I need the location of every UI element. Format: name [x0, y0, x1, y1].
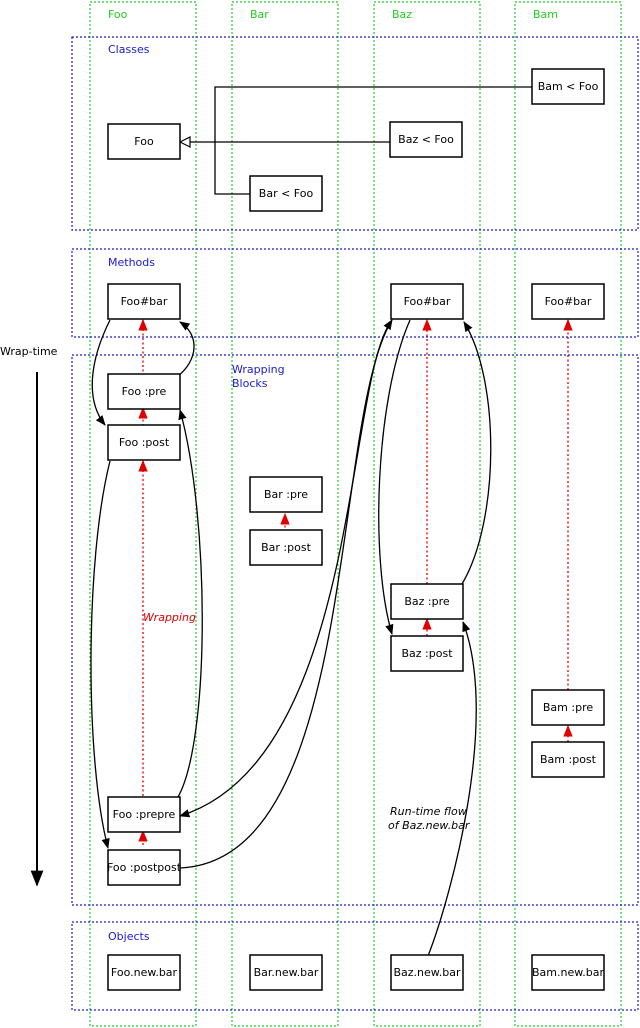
node-bar-post: Bar :post: [249, 529, 323, 566]
inheritance-lines: [180, 86, 532, 195]
lane-baz: [373, 1, 481, 1027]
node-baz-post: Baz :post: [390, 635, 464, 672]
section-label-wrapping-1: Wrapping: [232, 363, 285, 376]
section-methods: [71, 248, 639, 338]
node-label: Foo#bar: [545, 295, 592, 308]
node-object-foo: Foo.new.bar: [107, 954, 181, 991]
flow-object-baz-to-bazpre: [427, 621, 477, 957]
node-label: Bam.new.bar: [532, 966, 604, 979]
flow-foo-method-to-post: [91, 319, 111, 426]
node-label: Bam :post: [540, 753, 597, 766]
runtime-annotation-2: of Baz.new.bar: [388, 819, 471, 832]
node-label: Bar < Foo: [259, 187, 314, 200]
node-method-baz: Foo#bar: [390, 283, 464, 320]
node-label: Foo#bar: [121, 295, 168, 308]
node-class-bar: Bar < Foo: [249, 175, 323, 212]
column-header-bam: Bam: [533, 8, 558, 21]
node-object-bar: Bar.new.bar: [249, 954, 323, 991]
node-class-foo: Foo: [107, 123, 181, 160]
node-label: Baz < Foo: [398, 133, 454, 146]
node-label: Foo: [134, 135, 154, 148]
lane-bar: [231, 1, 339, 1027]
node-foo-post: Foo :post: [107, 424, 181, 461]
column-lanes: [89, 1, 622, 1027]
inherit-bam-bar-line: [214, 86, 532, 195]
runtime-curves: [90, 319, 492, 957]
wrapping-arrows: [138, 318, 573, 845]
section-label-methods: Methods: [108, 256, 155, 269]
wrap-time-timeline: Wrap-time: [0, 345, 58, 887]
section-label-wrapping-2: Blocks: [232, 377, 268, 390]
node-label: Bam :pre: [543, 701, 593, 714]
node-label: Foo :pre: [122, 385, 167, 398]
flow-baz-method-to-post: [378, 319, 411, 635]
section-frames: [71, 36, 639, 1011]
section-label-classes: Classes: [108, 43, 150, 56]
column-header-bar: Bar: [250, 8, 269, 21]
node-bam-post: Bam :post: [531, 741, 605, 778]
flow-bazpre-to-method: [461, 321, 492, 585]
runtime-annotation-1: Run-time flow: [390, 805, 467, 818]
wrap-time-label: Wrap-time: [0, 345, 58, 358]
node-label: Bar :pre: [264, 488, 308, 501]
wrapping-annotation: Wrapping: [143, 611, 196, 624]
node-label: Bar.new.bar: [254, 966, 319, 979]
node-label: Foo :post: [119, 436, 170, 449]
node-boxes: Foo Bam < Foo Baz < Foo Bar < Foo Foo#ba…: [107, 68, 605, 991]
column-header-baz: Baz: [392, 8, 412, 21]
section-label-objects: Objects: [108, 930, 150, 943]
lane-foo: [89, 1, 197, 1027]
node-foo-pre: Foo :pre: [107, 373, 181, 410]
node-bam-pre: Bam :pre: [531, 689, 605, 726]
section-objects: [71, 921, 639, 1011]
node-object-bam: Bam.new.bar: [531, 954, 605, 991]
flow-foo-pre-to-method: [177, 321, 195, 377]
node-method-foo: Foo#bar: [107, 283, 181, 320]
node-class-bam: Bam < Foo: [531, 68, 605, 105]
node-method-bam: Foo#bar: [531, 283, 605, 320]
node-label: Foo :postpost: [107, 861, 182, 874]
node-label: Baz.new.bar: [393, 966, 461, 979]
node-label: Bar :post: [261, 541, 311, 554]
node-label: Foo :prepre: [113, 808, 176, 821]
section-classes: [71, 36, 639, 231]
lane-bam: [514, 1, 622, 1027]
node-baz-pre: Baz :pre: [390, 583, 464, 620]
node-label: Bam < Foo: [538, 80, 599, 93]
node-object-baz: Baz.new.bar: [390, 954, 464, 991]
flow-foo-post-to-postpost: [90, 460, 111, 850]
flow-baz-method-to-fooprepre: [179, 319, 393, 818]
node-foo-prepre: Foo :prepre: [107, 796, 181, 833]
node-label: Baz :post: [401, 647, 453, 660]
section-wrapping: [71, 354, 639, 906]
node-label: Baz :pre: [404, 595, 450, 608]
flow-foo-prepre-to-pre: [177, 408, 203, 798]
column-header-foo: Foo: [108, 8, 128, 21]
node-label: Foo#bar: [404, 295, 451, 308]
node-foo-postpost: Foo :postpost: [107, 849, 182, 886]
flow-foopostpost-to-baz-method: [179, 319, 393, 869]
node-bar-pre: Bar :pre: [249, 476, 323, 513]
node-label: Foo.new.bar: [111, 966, 178, 979]
node-class-baz: Baz < Foo: [389, 121, 463, 158]
